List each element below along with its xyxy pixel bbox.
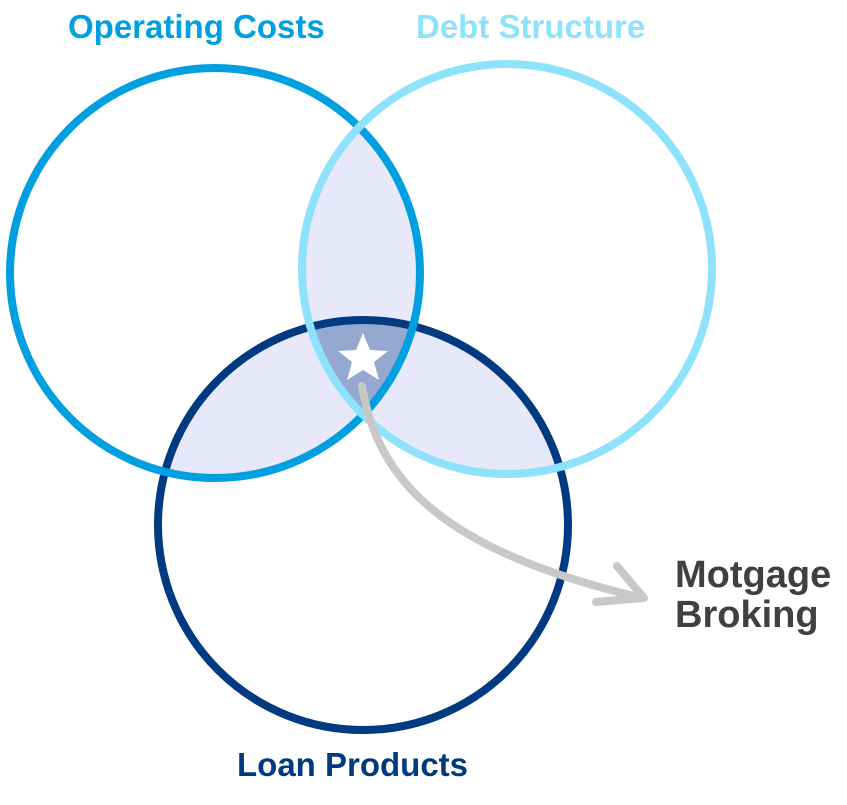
circle-debt-structure bbox=[298, 60, 716, 478]
circle-operating-costs bbox=[6, 64, 424, 482]
label-debt-structure: Debt Structure bbox=[416, 8, 646, 45]
star-icon bbox=[338, 333, 388, 380]
label-operating-costs: Operating Costs bbox=[68, 8, 325, 45]
arrow-icon bbox=[358, 382, 648, 606]
annotation-line-2: Broking bbox=[675, 594, 819, 636]
overlap-debt-loan bbox=[302, 320, 568, 474]
annotation-label: Motgage Broking bbox=[675, 555, 831, 635]
circle-loan-products bbox=[154, 316, 572, 734]
label-loan-products: Loan Products bbox=[237, 746, 469, 783]
annotation-line-1: Motgage bbox=[675, 554, 832, 596]
overlap-op-loan bbox=[158, 320, 420, 478]
